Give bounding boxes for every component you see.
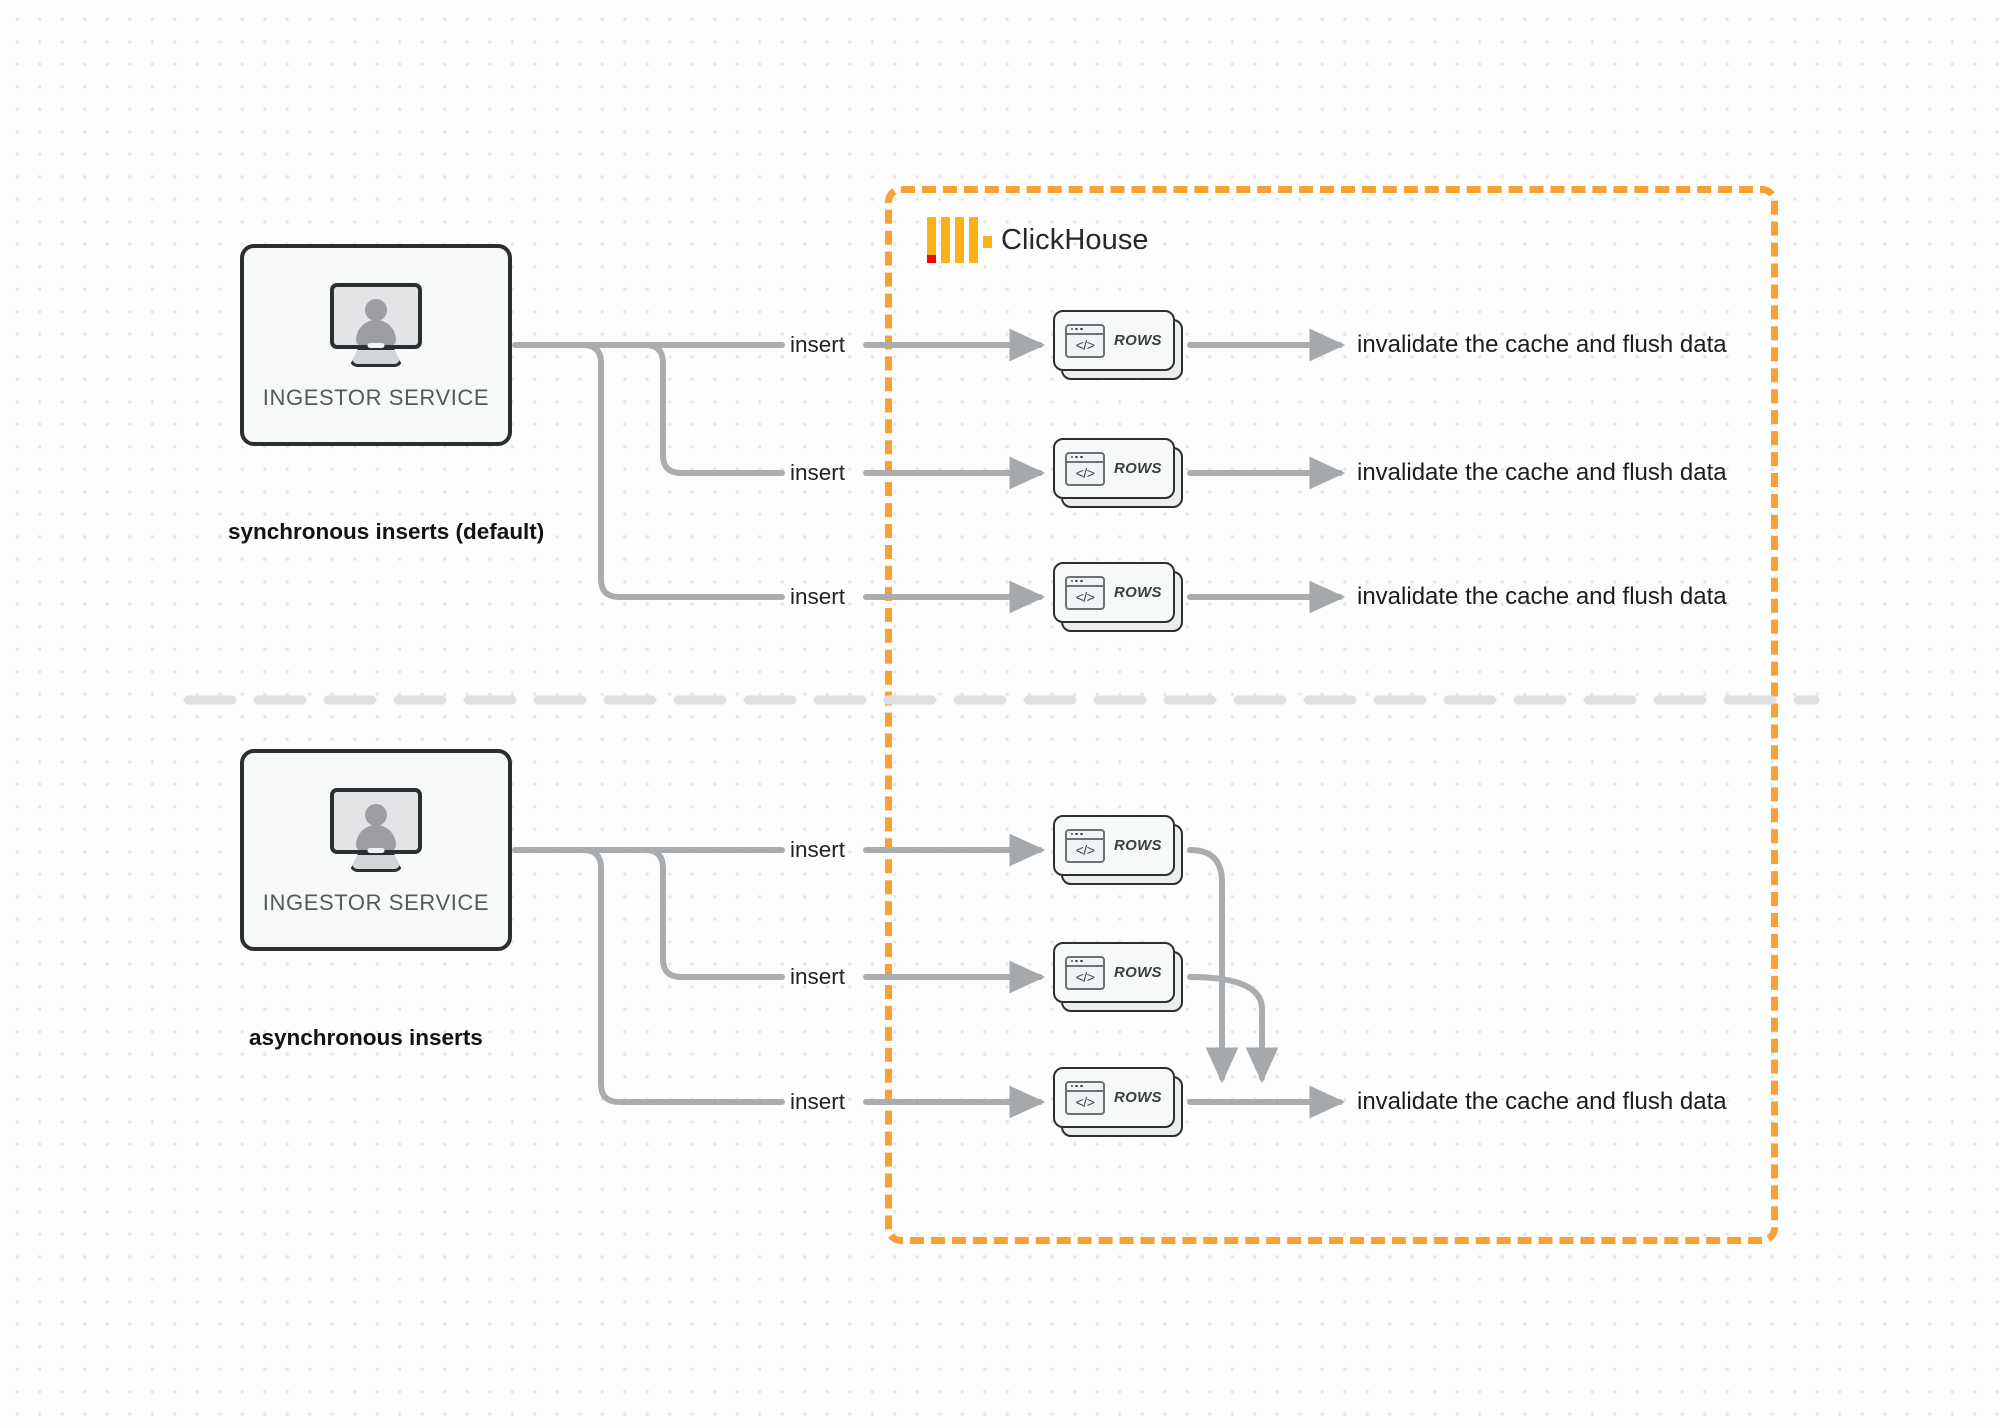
sink-label-sync-3: invalidate the cache and flush data <box>1357 583 1727 610</box>
sink-label-sync-1: invalidate the cache and flush data <box>1357 331 1727 358</box>
card-front-layer: </> ROWS <box>1053 438 1175 499</box>
code-window-icon: </> <box>1065 955 1105 990</box>
rows-label: ROWS <box>1114 332 1162 349</box>
card-front-layer: </> ROWS <box>1053 942 1175 1003</box>
rows-label: ROWS <box>1114 460 1162 477</box>
code-window-icon: </> <box>1065 1080 1105 1115</box>
clickhouse-label: ClickHouse <box>1001 223 1149 256</box>
clickhouse-brand: ClickHouse <box>927 217 1149 263</box>
rows-label: ROWS <box>1114 964 1162 981</box>
edge-sync-branch-2 <box>642 342 785 476</box>
edge-async-branch-2 <box>642 847 785 980</box>
rows-label: ROWS <box>1114 837 1162 854</box>
code-window-icon: </> <box>1065 451 1105 486</box>
card-front-layer: </> ROWS <box>1053 1067 1175 1128</box>
rows-node-async-3[interactable]: </> ROWS <box>1053 1067 1183 1137</box>
ingestor-service-sync[interactable]: INGESTOR SERVICE <box>240 244 512 446</box>
rows-label: ROWS <box>1114 584 1162 601</box>
code-window-icon: </> <box>1065 828 1105 863</box>
clickhouse-logo-icon <box>927 217 992 263</box>
insert-label-sync-2: insert <box>790 460 846 485</box>
insert-label-async-3: insert <box>790 1089 846 1114</box>
rows-label: ROWS <box>1114 1089 1162 1106</box>
card-front-layer: </> ROWS <box>1053 310 1175 371</box>
card-front-layer: </> ROWS <box>1053 815 1175 876</box>
rows-node-sync-3[interactable]: </> ROWS <box>1053 562 1183 632</box>
rows-node-async-2[interactable]: </> ROWS <box>1053 942 1183 1012</box>
insert-label-sync-3: insert <box>790 584 846 609</box>
monitor-user-icon <box>330 788 422 872</box>
rows-node-async-1[interactable]: </> ROWS <box>1053 815 1183 885</box>
ingestor-service-label: INGESTOR SERVICE <box>262 890 490 915</box>
edge-async-branch-3 <box>580 847 785 1105</box>
sink-label-sync-2: invalidate the cache and flush data <box>1357 459 1727 486</box>
code-window-icon: </> <box>1065 575 1105 610</box>
monitor-user-icon <box>330 283 422 367</box>
insert-label-async-2: insert <box>790 964 846 989</box>
rows-node-sync-2[interactable]: </> ROWS <box>1053 438 1183 508</box>
code-window-icon: </> <box>1065 323 1105 358</box>
insert-label-sync-1: insert <box>790 332 846 357</box>
section-caption-sync: synchronous inserts (default) <box>228 519 545 544</box>
edge-sync-branch-3 <box>580 342 785 600</box>
ingestor-service-label: INGESTOR SERVICE <box>262 385 490 410</box>
insert-label-async-1: insert <box>790 837 846 862</box>
sink-label-async-merged: invalidate the cache and flush data <box>1357 1088 1727 1115</box>
section-caption-async: asynchronous inserts <box>249 1025 483 1050</box>
ingestor-service-async[interactable]: INGESTOR SERVICE <box>240 749 512 951</box>
card-front-layer: </> ROWS <box>1053 562 1175 623</box>
clickhouse-boundary <box>885 186 1778 1244</box>
rows-node-sync-1[interactable]: </> ROWS <box>1053 310 1183 380</box>
